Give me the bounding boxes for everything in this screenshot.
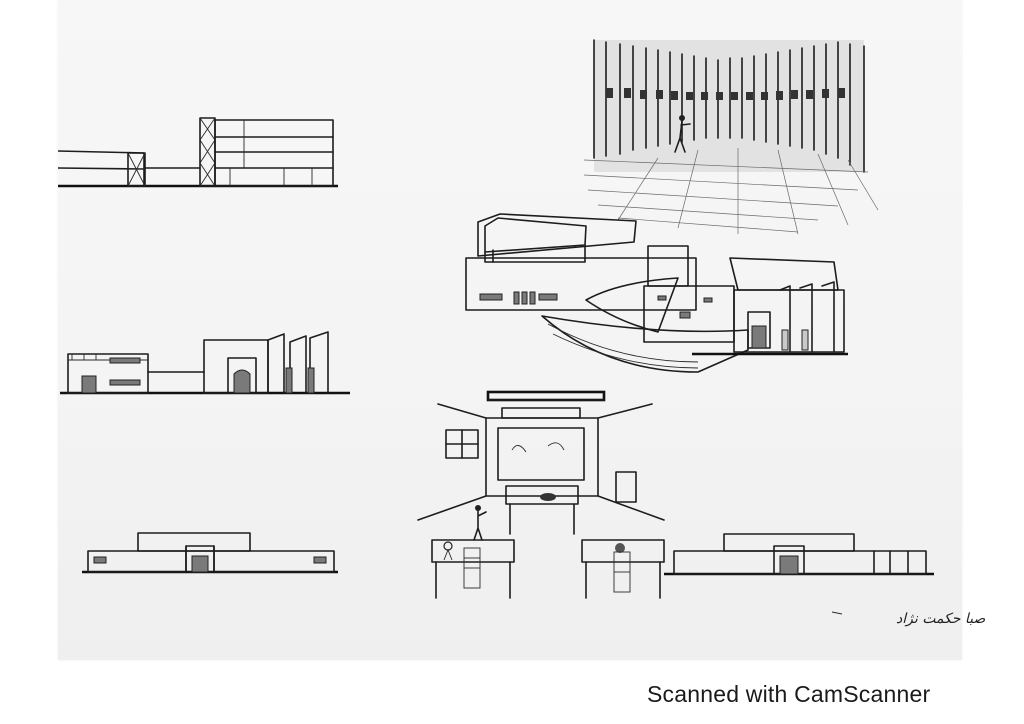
architectural-sketches	[58, 39, 934, 615]
scanned-sketch-sheet	[58, 0, 962, 660]
person-figure	[674, 115, 691, 153]
sketch-front-elevation	[60, 331, 350, 395]
signature-text: صبا حکمت نژاد	[896, 611, 986, 627]
camscanner-watermark: Scanned with CamScanner	[647, 681, 931, 707]
sketch-elevation-bottom-left	[82, 532, 338, 574]
sketch-elevation-bottom-right	[664, 533, 934, 576]
sketch-interior-perspective	[417, 390, 665, 599]
sketch-massing-3d	[465, 213, 848, 373]
sketch-gallery-perspective	[583, 39, 879, 235]
sketch-section-top-left	[58, 117, 338, 188]
